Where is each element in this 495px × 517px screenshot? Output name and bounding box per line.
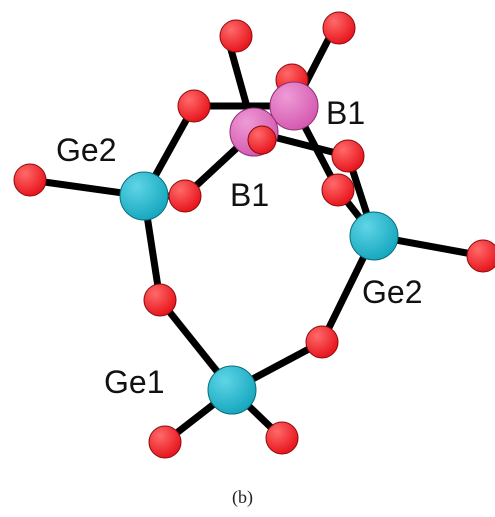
oxygen-atom: [168, 179, 202, 213]
oxygen-atom: [177, 89, 211, 123]
oxygen-atom: [305, 325, 339, 359]
oxygen-atom: [321, 173, 355, 207]
germanium-atom: [207, 365, 257, 415]
oxygen-atom: [219, 19, 253, 53]
oxygen-atom: [247, 125, 277, 155]
figure-caption: (b): [232, 487, 253, 508]
boron-atom: [269, 81, 319, 131]
germanium-atoms: [119, 171, 399, 415]
oxygen-atom: [322, 11, 356, 45]
oxygen-atom: [466, 239, 495, 273]
germanium-atom: [119, 171, 169, 221]
label-b1-top: B1: [326, 95, 365, 131]
bonds: [26, 36, 487, 446]
label-ge2-right: Ge2: [362, 274, 422, 310]
label-ge2-left: Ge2: [56, 132, 116, 168]
oxygen-atom: [331, 139, 365, 173]
boron-atoms: [229, 81, 319, 157]
label-ge1: Ge1: [104, 364, 164, 400]
oxygen-atom: [13, 163, 47, 197]
oxygen-atom: [265, 421, 299, 455]
label-b1-bottom: B1: [230, 177, 269, 213]
atom-labels: Ge2 B1 B1 Ge2 Ge1: [56, 95, 422, 400]
oxygen-atom: [143, 283, 177, 317]
oxygen-atoms: [13, 11, 495, 459]
germanium-atom: [349, 211, 399, 261]
oxygen-atom: [148, 425, 182, 459]
